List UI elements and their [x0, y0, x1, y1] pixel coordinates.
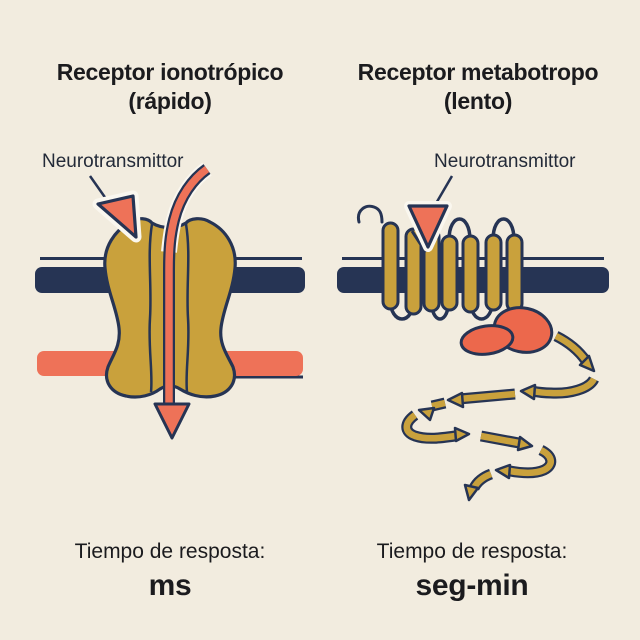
neurotransmitter-marker-right: [404, 175, 454, 252]
response-time-label-right: Tiempo de resposta:: [376, 540, 568, 563]
right-title-line1: Receptor metabotropo: [357, 59, 599, 85]
neurotransmitter-marker-left: [88, 175, 142, 243]
left-diagram: [35, 162, 305, 440]
cascade-arrow: [494, 445, 557, 480]
neurotransmitter-label-left: Neurotransmittor: [42, 151, 184, 172]
cascade-arrow: [463, 468, 494, 502]
response-time-right: Tiempo de resposta: seg-min: [352, 541, 592, 603]
left-panel-title: Receptor ionotrópico (rápido): [30, 58, 310, 116]
cascade-arrow: [417, 397, 447, 422]
cascade-arrow: [446, 388, 516, 409]
left-title-line1: Receptor ionotrópico: [56, 59, 284, 85]
right-panel-title: Receptor metabotropo (lento): [338, 58, 618, 116]
response-time-value-right: seg-min: [415, 569, 529, 602]
right-title-line2: (lento): [443, 88, 513, 114]
response-time-value-left: ms: [148, 569, 192, 602]
left-title-line2: (rápido): [128, 88, 212, 114]
cascade-arrow: [519, 375, 599, 401]
ion-flow-arrow: [153, 162, 212, 440]
right-diagram: [337, 175, 609, 502]
n-terminus-tail: [356, 204, 384, 224]
cascade-arrow: [401, 410, 471, 444]
cascade-arrow: [480, 430, 534, 452]
cascade-arrow: [553, 331, 596, 373]
neurotransmitter-label-right: Neurotransmittor: [434, 151, 576, 172]
signal-cascade-arrows: [401, 331, 599, 502]
g-protein: [459, 306, 554, 356]
response-time-label-left: Tiempo de resposta:: [74, 540, 266, 563]
response-time-left: Tiempo de resposta: ms: [50, 541, 290, 603]
